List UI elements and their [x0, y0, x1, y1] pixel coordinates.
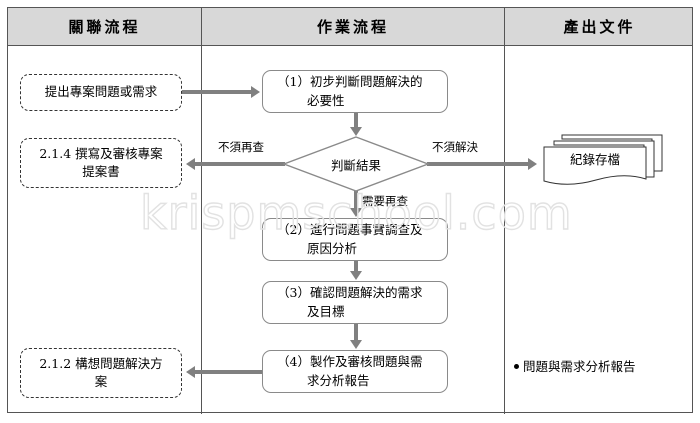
arrow-decision-to-proposal [195, 162, 285, 166]
node-conceive-solution-line1: 2.1.2 構想問題解決方 [39, 355, 163, 371]
arrowhead-step3-to-step4 [350, 340, 362, 349]
column-header-operation-flow: 作業流程 [201, 8, 504, 46]
arrow-step2-to-step3 [354, 261, 358, 272]
output-bullet-label: 問題與需求分析報告 [523, 359, 636, 374]
output-bullet-item: 問題與需求分析報告 [514, 356, 636, 375]
node-write-review-proposal[interactable]: 2.1.4 撰寫及審核專案 提案書 [20, 138, 182, 188]
column-divider-1 [201, 46, 202, 414]
node-write-review-proposal-line1: 2.1.4 撰寫及審核專案 [39, 145, 163, 161]
arrowhead-step1-to-decision [350, 127, 362, 136]
bullet-dot-icon [514, 364, 519, 369]
arrowhead-step2-to-step3 [350, 271, 362, 280]
node-archive-record-label: 紀錄存檔 [569, 151, 620, 167]
node-step-4-line2: 求分析報告 [307, 372, 370, 388]
node-step-1-line1: （1）初步判斷問題解決的 [277, 74, 423, 90]
table-header-row: 關聯流程 作業流程 產出文件 [8, 8, 692, 46]
arrow-step1-to-decision [354, 113, 358, 128]
edge-label-no-recheck: 不須再查 [218, 140, 264, 154]
multi-document-icon [543, 134, 663, 185]
node-submit-issue-label: 提出專案問題或需求 [44, 84, 158, 100]
edge-label-no-solve: 不須解決 [432, 140, 478, 154]
column-header-related-process: 關聯流程 [68, 18, 141, 36]
node-decision-judgement-result[interactable]: 判斷結果 [283, 136, 429, 192]
arrow-decision-to-step2 [354, 191, 358, 209]
node-step-4[interactable]: （4）製作及審核問題與需 求分析報告 [262, 350, 448, 393]
arrowhead-decision-to-proposal [186, 158, 195, 170]
node-conceive-solution[interactable]: 2.1.2 構想問題解決方 案 [20, 348, 182, 398]
arrowhead-submit-to-step1 [251, 86, 260, 98]
node-step-4-line1: （4）製作及審核問題與需 [277, 354, 423, 370]
node-step-3-line1: （3）確認問題解決的需求 [277, 285, 423, 301]
arrow-step4-to-conceive [195, 370, 262, 374]
node-step-3-line2: 及目標 [307, 303, 345, 319]
node-step-2-line1: （2）進行問題事實調查及 [277, 222, 423, 238]
node-conceive-solution-line2: 案 [94, 374, 108, 389]
node-decision-label: 判斷結果 [330, 157, 381, 173]
node-step-1[interactable]: （1）初步判斷問題解決的 必要性 [262, 70, 448, 113]
arrowhead-step4-to-conceive [186, 366, 195, 378]
diamond-shape [283, 136, 429, 192]
arrowhead-decision-to-archive [528, 158, 537, 170]
column-header-output-document: 產出文件 [504, 8, 694, 46]
node-submit-issue[interactable]: 提出專案問題或需求 [20, 74, 182, 111]
node-archive-record[interactable]: 紀錄存檔 [540, 131, 664, 189]
arrow-decision-to-archive [427, 162, 529, 166]
node-step-2-line2: 原因分析 [307, 240, 358, 256]
arrow-step3-to-step4 [354, 324, 358, 341]
column-divider-2 [504, 46, 505, 414]
arrow-submit-to-step1 [182, 90, 252, 94]
edge-label-need-recheck: 需要再查 [362, 194, 408, 208]
arrowhead-decision-to-step2 [350, 208, 362, 217]
node-step-1-line2: 必要性 [307, 92, 345, 108]
node-step-3[interactable]: （3）確認問題解決的需求 及目標 [262, 281, 448, 324]
node-step-2[interactable]: （2）進行問題事實調查及 原因分析 [262, 218, 448, 261]
node-write-review-proposal-line2: 提案書 [82, 164, 120, 179]
